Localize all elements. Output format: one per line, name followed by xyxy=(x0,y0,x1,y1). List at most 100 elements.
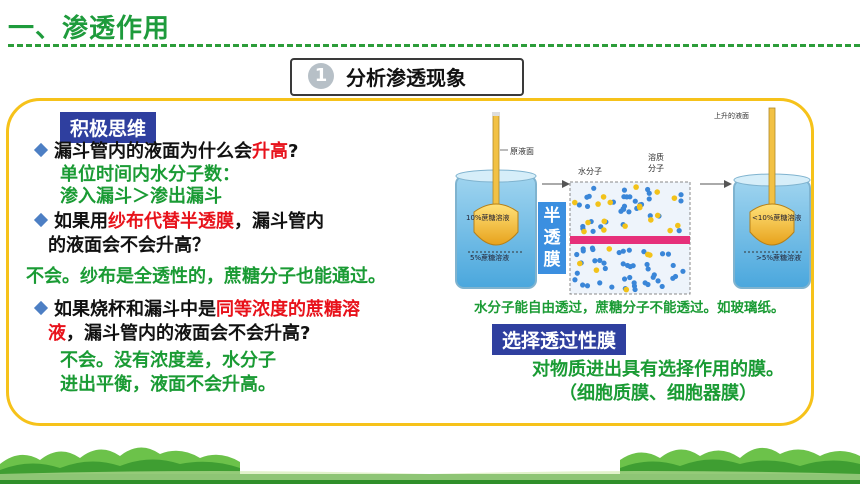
arrow-right-icon xyxy=(562,180,570,188)
water-molecule-dot xyxy=(620,261,626,267)
water-molecule-dot xyxy=(621,276,628,282)
water-molecule-dot xyxy=(602,265,608,272)
water-molecule-dot xyxy=(627,274,633,281)
diamond-bullet-icon xyxy=(33,212,49,228)
label-solute-2: 分子 xyxy=(648,164,664,173)
question-1: 漏斗管内的液面为什么会升高? xyxy=(33,140,299,164)
solute-molecule-dot xyxy=(576,260,583,267)
solute-molecule-dot xyxy=(671,195,678,201)
water-molecule-dot xyxy=(572,277,578,283)
water-molecule-dot xyxy=(574,251,580,258)
question-1-highlight: 升高 xyxy=(252,141,288,162)
title-divider xyxy=(8,44,860,47)
question-3-line-2: 液，漏斗管内的液面会不会升高? xyxy=(48,322,310,346)
answer-1-line-1: 单位时间内水分子数： xyxy=(60,164,240,185)
label-water-molecule: 水分子 xyxy=(578,166,602,176)
solute-molecule-dot xyxy=(654,189,661,195)
solute-molecule-dot xyxy=(623,286,630,293)
solute-molecule-dot xyxy=(675,222,681,229)
membrane-char-2: 透 xyxy=(544,227,562,248)
question-2-highlight: 纱布代替半透膜 xyxy=(108,211,234,232)
solute-molecule-dot xyxy=(622,223,628,229)
diagram-caption: 水分子能自由透过，蔗糖分子不能透过。如玻璃纸。 xyxy=(474,300,785,316)
membrane-label-box xyxy=(538,202,566,274)
water-molecule-dot xyxy=(665,251,672,257)
water-molecule-dot xyxy=(589,245,596,251)
water-molecule-dot xyxy=(627,264,633,270)
question-2: 如果用纱布代替半透膜，漏斗管内 xyxy=(33,210,324,234)
question-1-end: ? xyxy=(288,141,299,162)
solute-molecule-dot xyxy=(601,218,608,225)
solute-molecule-dot xyxy=(571,199,578,206)
question-2-end: ，漏斗管内 xyxy=(234,211,324,232)
solute-molecule-dot xyxy=(595,201,601,207)
definition-line-2: （细胞质膜、细胞器膜） xyxy=(559,383,757,404)
water-molecule-dot xyxy=(591,185,597,191)
water-molecule-dot xyxy=(601,260,607,266)
water-molecule-dot xyxy=(624,194,630,200)
solute-molecule-dot xyxy=(607,199,614,206)
water-molecule-dot xyxy=(632,198,638,204)
water-molecule-dot xyxy=(580,248,586,254)
water-molecule-dot xyxy=(659,251,666,257)
water-molecule-dot xyxy=(678,192,684,198)
water-molecule-dot xyxy=(670,275,676,281)
solute-molecule-dot xyxy=(648,217,654,223)
definition: 对物质进出具有选择作用的膜。 （细胞质膜、细胞器膜） xyxy=(508,358,808,406)
grass-footer-decoration xyxy=(0,447,860,484)
subtitle-text: 分析渗透现象 xyxy=(346,66,466,90)
water-molecule-dot xyxy=(586,193,592,199)
solute-molecule-dot xyxy=(581,228,587,235)
water-molecule-dot xyxy=(647,213,653,219)
solute-molecule-dot xyxy=(633,184,639,190)
answer-3-line-1: 不会。没有浓度差，水分子 xyxy=(60,350,276,371)
water-molecule-dot xyxy=(655,278,661,284)
water-molecule-dot xyxy=(678,198,684,204)
water-molecule-dot xyxy=(645,266,651,272)
water-molecule-dot xyxy=(644,261,650,268)
water-molecule-dot xyxy=(621,203,628,209)
page-title: 一、渗透作用 xyxy=(8,14,171,44)
solute-molecule-dot xyxy=(647,252,653,258)
label-original-level: 原液面 xyxy=(510,146,534,156)
solute-molecule-dot xyxy=(667,227,673,234)
water-molecule-dot xyxy=(632,286,638,293)
water-molecule-dot xyxy=(576,202,582,208)
question-2-text: 如果用 xyxy=(54,211,108,232)
definition-line-1: 对物质进出具有选择作用的膜。 xyxy=(532,359,784,380)
question-3-text: 如果烧杯和漏斗中是 xyxy=(54,299,216,320)
answer-3-line-2: 进出平衡，液面不会升高。 xyxy=(60,374,276,395)
water-molecule-dot xyxy=(584,283,591,289)
question-2-line-2: 的液面会不会升高？ xyxy=(48,235,210,256)
label-10pct: 10%蔗糖溶液 xyxy=(466,213,510,222)
left-beaker xyxy=(455,112,537,289)
answer-2: 不会。纱布是全透性的，蔗糖分子也能通过。 xyxy=(26,266,386,287)
water-molecule-dot xyxy=(626,247,632,253)
arrow-right-icon xyxy=(724,180,732,188)
solute-molecule-dot xyxy=(600,194,607,200)
water-molecule-dot xyxy=(642,280,648,286)
water-molecule-dot xyxy=(590,228,596,234)
water-molecule-dot xyxy=(584,203,591,210)
solute-molecule-dot xyxy=(636,204,643,211)
water-molecule-dot xyxy=(626,209,632,215)
answer-1-line-2: 渗入漏斗＞渗出漏斗 xyxy=(60,186,222,207)
select-membrane-tag: 选择透过性膜 xyxy=(492,324,627,355)
solute-molecule-dot xyxy=(601,227,607,233)
label-solute-1: 溶质 xyxy=(648,152,664,162)
water-molecule-dot xyxy=(646,196,652,202)
water-molecule-dot xyxy=(680,268,686,274)
water-molecule-dot xyxy=(651,272,657,278)
water-molecule-dot xyxy=(574,270,580,276)
water-molecule-dot xyxy=(621,187,628,193)
molecule-dots xyxy=(571,184,686,293)
subtitle-number-badge: 1 xyxy=(308,63,334,89)
membrane-band xyxy=(570,236,690,244)
membrane-char-3: 膜 xyxy=(544,249,561,270)
question-3: 如果烧杯和漏斗中是同等浓度的蔗糖溶 xyxy=(33,298,360,322)
water-molecule-dot xyxy=(592,258,598,264)
label-rise-level: 上升的液面 xyxy=(714,111,749,120)
solute-molecule-dot xyxy=(654,212,661,219)
solute-molecule-dot xyxy=(585,219,591,226)
water-molecule-dot xyxy=(580,282,586,288)
